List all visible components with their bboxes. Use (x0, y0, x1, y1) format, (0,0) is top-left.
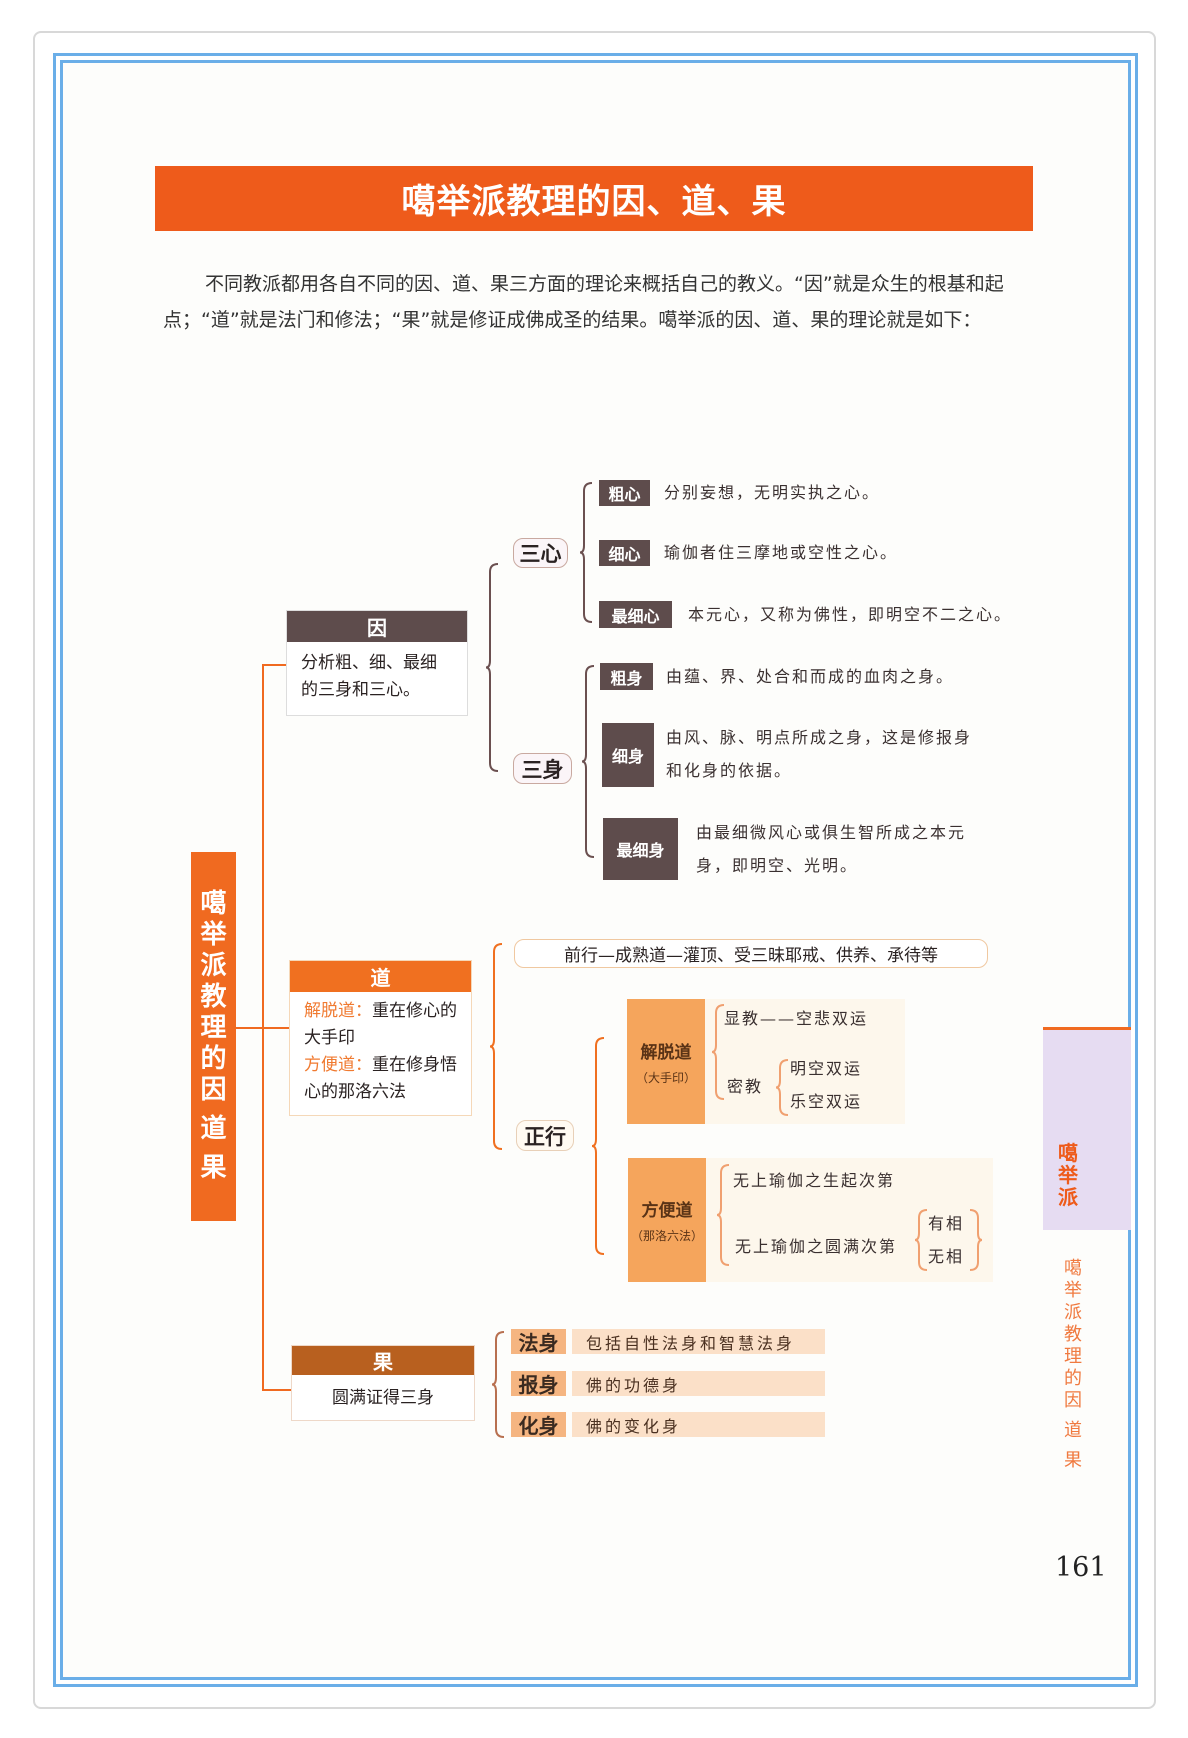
cause-body: 分析粗、细、最细的三身和三心。 (301, 653, 437, 700)
three-minds-brace (579, 482, 594, 623)
brace-icon (489, 943, 503, 1150)
brace-icon (969, 1209, 983, 1271)
main-practice-pill: 正行 (516, 1120, 574, 1151)
kaya-label: 化身 (511, 1412, 566, 1438)
body-label: 粗身 (600, 663, 653, 690)
fruit-body: 圆满证得三身 (332, 1388, 434, 1408)
fruit-box: 果 圆满证得三身 (291, 1345, 475, 1421)
mind-text: 分别妄想，无明实执之心。 (664, 483, 881, 502)
esoteric-item: 明空双运 (790, 1059, 863, 1078)
brace-icon (581, 665, 595, 858)
completion-item: 有相 (928, 1214, 965, 1233)
root-label: 噶举派教理的因 道 果 (191, 852, 236, 1221)
method-text: 重在修身悟心的那洛六法 (304, 1055, 457, 1102)
method-title: 方便道 (641, 1201, 693, 1221)
mind-text: 本元心，又称为佛性，即明空不二之心。 (688, 605, 1013, 624)
connector-path (236, 1027, 289, 1029)
connector-cause (262, 664, 286, 666)
path-box: 道 解脱道：重在修心的大手印 方便道：重在修身悟心的那洛六法 (289, 960, 472, 1116)
fruit-header: 果 (292, 1346, 474, 1375)
completion-item: 无相 (928, 1247, 965, 1266)
brace-icon (491, 1331, 505, 1438)
completion-stage: 无上瑜伽之圆满次第 (735, 1237, 898, 1256)
esoteric-label: 密教 (727, 1077, 764, 1096)
method-label: 方便道： (304, 1055, 372, 1075)
body-text: 由蕴、界、处合和而成的血肉之身。 (666, 667, 955, 686)
method-brace (716, 1164, 731, 1266)
body-text: 由最细微风心或俱生智所成之本元身，即明空、光明。 (696, 823, 967, 875)
side-tab-line (1043, 1027, 1131, 1030)
mind-label: 细心 (599, 540, 650, 566)
three-bodies-pill: 三身 (513, 753, 572, 784)
mind-label: 最细心 (599, 601, 672, 628)
method-sub: （那洛六法） (630, 1229, 703, 1243)
kaya-text: 包括自性法身和智慧法身 (572, 1329, 825, 1354)
esoteric-item: 乐空双运 (790, 1092, 863, 1111)
cause-brace (485, 563, 500, 772)
liberation-sub: （大手印） (635, 1070, 696, 1085)
liberation-box: 解脱道 （大手印） (627, 999, 705, 1124)
side-caption: 噶举派教理的因 道 果 (1064, 1258, 1082, 1471)
cause-header: 因 (287, 611, 467, 642)
esoteric-brace (775, 1059, 790, 1116)
connector-fruit (262, 1389, 291, 1391)
page-border-inner (60, 60, 1131, 1680)
brace-icon (591, 1037, 605, 1255)
kaya-label: 报身 (511, 1371, 566, 1397)
brace-icon (485, 563, 499, 772)
body-text: 由风、脉、明点所成之身，这是修报身和化身的依据。 (666, 728, 973, 780)
page-number: 161 (1055, 1552, 1107, 1583)
liberation-title: 解脱道 (640, 1042, 692, 1063)
liberation-panel (705, 999, 905, 1124)
body-label: 细身 (602, 723, 654, 787)
side-tab-label: 噶举派 (1058, 1141, 1078, 1209)
cause-box: 因 分析粗、细、最细的三身和三心。 (286, 610, 468, 716)
body-label: 最细身 (603, 818, 678, 880)
generation-stage: 无上瑜伽之生起次第 (733, 1171, 896, 1190)
liberation-label: 解脱道： (304, 1001, 372, 1021)
page-border-outer (53, 53, 1138, 1687)
completion-brace-right (968, 1209, 983, 1271)
fruit-brace (491, 1331, 506, 1438)
method-panel (706, 1158, 993, 1282)
brace-icon (914, 1209, 928, 1271)
page-frame (33, 31, 1156, 1709)
completion-brace (914, 1209, 929, 1271)
side-tab: 噶举派 (1043, 1030, 1131, 1230)
brace-icon (775, 1059, 789, 1116)
mind-label: 粗心 (599, 480, 650, 506)
brace-icon (711, 1004, 725, 1100)
kaya-text: 佛的变化身 (572, 1412, 825, 1437)
intro-paragraph: 不同教派都用各自不同的因、道、果三方面的理论来概括自己的教义。“因”就是众生的根… (163, 273, 1004, 331)
preliminary-pill: 前行—成熟道—灌顶、受三昧耶戒、供养、承待等 (514, 939, 988, 968)
brace-icon (579, 482, 593, 623)
exoteric-text: 显教——空悲双运 (724, 1009, 869, 1028)
mind-text: 瑜伽者住三摩地或空性之心。 (664, 543, 899, 562)
three-minds-pill: 三心 (513, 538, 568, 568)
three-bodies-brace (581, 665, 596, 858)
method-box: 方便道 （那洛六法） (628, 1158, 706, 1282)
liberation-text: 重在修心的大手印 (304, 1001, 457, 1048)
liberation-brace (711, 1004, 726, 1100)
brace-icon (716, 1164, 730, 1266)
kaya-text: 佛的功德身 (572, 1371, 825, 1396)
kaya-label: 法身 (511, 1329, 566, 1355)
path-brace (489, 943, 504, 1150)
page-title: 噶举派教理的因、道、果 (155, 166, 1033, 231)
path-header: 道 (290, 961, 471, 992)
path-body: 解脱道：重在修心的大手印 方便道：重在修身悟心的那洛六法 (290, 992, 471, 1114)
main-practice-brace (591, 1037, 606, 1255)
